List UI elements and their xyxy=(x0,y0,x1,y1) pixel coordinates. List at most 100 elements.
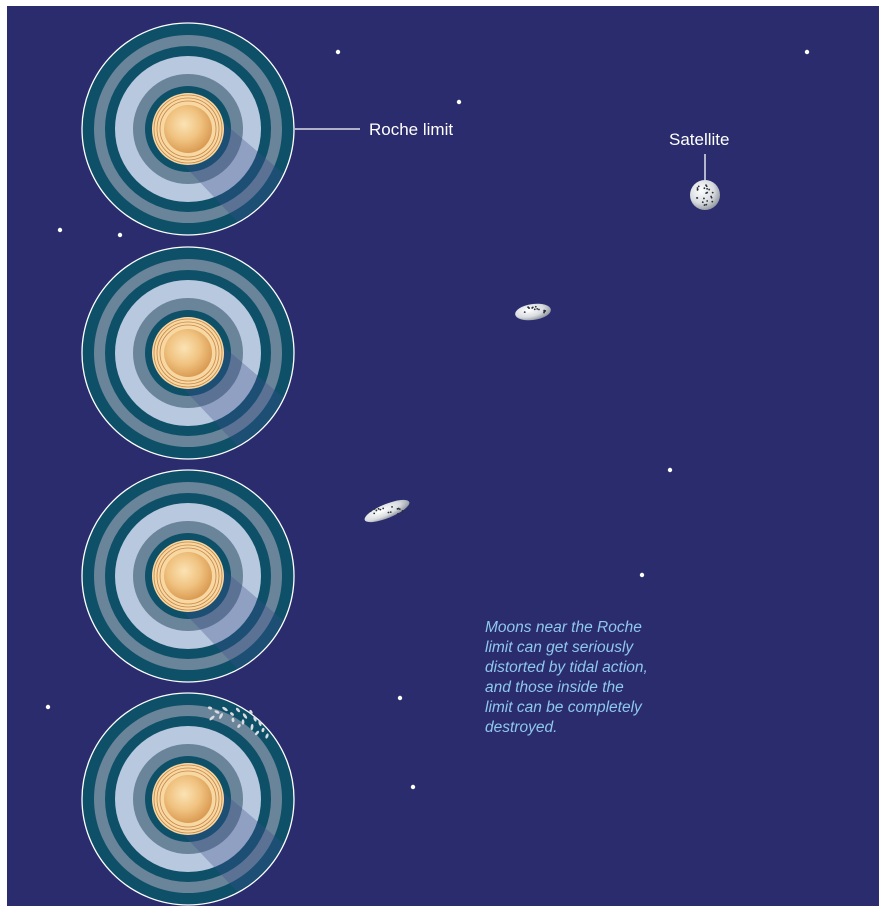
planet xyxy=(164,329,212,377)
moon-crater xyxy=(706,187,709,190)
debris-fragment xyxy=(219,713,223,719)
debris-fragment xyxy=(258,719,262,727)
debris-fragment xyxy=(254,730,260,736)
moon-crater xyxy=(373,512,376,515)
planet-band xyxy=(159,100,217,158)
star xyxy=(57,227,63,233)
moon-crater xyxy=(528,307,531,310)
debris-fragment xyxy=(222,706,228,712)
moon-crater xyxy=(706,191,709,194)
satellite-label: Satellite xyxy=(669,130,730,149)
planet-band xyxy=(159,547,217,605)
roche-limit-label: Roche limit xyxy=(369,120,454,139)
moon-crater xyxy=(703,187,706,190)
moon-crater xyxy=(401,510,404,512)
moon-crater xyxy=(706,200,709,202)
star xyxy=(45,704,51,710)
satellite-moon xyxy=(364,499,410,523)
satellite-debris xyxy=(207,706,269,739)
satellite-seriously-distorted xyxy=(364,499,410,523)
moon-crater xyxy=(703,197,705,200)
moon-crater xyxy=(523,311,526,314)
planet xyxy=(164,552,212,600)
moon-crater xyxy=(373,508,376,510)
moon-crater xyxy=(703,204,706,206)
debris-fragment xyxy=(209,715,215,721)
moon-crater xyxy=(531,306,534,309)
satellite-slightly-distorted xyxy=(515,303,551,321)
debris-fragment xyxy=(249,709,253,715)
planet-band xyxy=(153,94,223,164)
moon-crater xyxy=(534,305,537,308)
debris-fragment xyxy=(214,710,220,714)
moon-crater xyxy=(391,506,393,508)
debris-fragment xyxy=(265,733,269,739)
star xyxy=(804,49,810,55)
star xyxy=(639,572,645,578)
debris-fragment xyxy=(250,723,254,731)
moon-crater xyxy=(382,507,385,510)
planet-band xyxy=(156,97,220,161)
star xyxy=(335,49,341,55)
moon-crater xyxy=(536,307,539,310)
star xyxy=(667,467,673,473)
moon-crater xyxy=(711,191,714,194)
planet-system-2 xyxy=(81,246,295,460)
debris-fragment xyxy=(231,717,235,723)
moon-crater xyxy=(387,511,390,514)
moon-crater xyxy=(369,510,372,512)
star-field xyxy=(45,49,810,790)
planet-band xyxy=(159,770,217,828)
debris-fragment xyxy=(241,719,245,725)
debris-fragment xyxy=(207,706,213,710)
moon-crater xyxy=(389,511,392,513)
planet-band xyxy=(156,544,220,608)
debris-fragment xyxy=(235,707,241,713)
planet-band xyxy=(156,321,220,385)
caption-line: distorted by tidal action, xyxy=(485,659,648,676)
planet-system-1 xyxy=(81,22,295,236)
moon-crater xyxy=(396,508,399,510)
planet-system-3 xyxy=(81,469,295,683)
moon-crater xyxy=(705,184,707,187)
moon-crater xyxy=(708,188,711,191)
moon-crater xyxy=(544,310,547,312)
star xyxy=(410,784,416,790)
debris-fragment xyxy=(237,724,241,728)
moon-crater xyxy=(696,197,699,199)
satellite-moon xyxy=(515,303,551,321)
moon-crater xyxy=(696,188,699,191)
planet-band xyxy=(156,767,220,831)
caption: Moons near the Roche limit can get serio… xyxy=(485,618,685,738)
diagram-art xyxy=(45,22,810,906)
moon-crater xyxy=(697,185,700,188)
debris-fragment xyxy=(242,713,248,719)
moon-crater xyxy=(705,203,708,206)
star xyxy=(117,232,123,238)
moon-crater xyxy=(543,311,545,314)
moon-crater xyxy=(696,187,699,189)
roche-limit-diagram: Roche limit Satellite Moons near the Roc… xyxy=(7,6,879,906)
star xyxy=(456,99,462,105)
moon-crater xyxy=(398,508,401,511)
moon-crater xyxy=(379,508,382,511)
caption-line: Moons near the Roche xyxy=(485,619,642,636)
satellite-intact xyxy=(690,180,720,210)
planet-band xyxy=(153,541,223,611)
debris-fragment xyxy=(230,712,234,716)
moon-crater xyxy=(396,512,399,515)
moon-crater xyxy=(711,200,714,203)
caption-line: limit can be completely xyxy=(485,699,642,716)
planet-band xyxy=(153,318,223,388)
caption-line: destroyed. xyxy=(485,719,558,736)
planet xyxy=(164,105,212,153)
moon-crater xyxy=(401,511,404,514)
debris-fragment xyxy=(261,727,265,733)
star xyxy=(397,695,403,701)
planet xyxy=(164,775,212,823)
caption-line: and those inside the xyxy=(485,679,624,696)
moon-crater xyxy=(375,509,378,512)
planet-band xyxy=(153,764,223,834)
debris-fragment xyxy=(253,716,257,722)
caption-line: limit can get seriously xyxy=(485,639,634,656)
